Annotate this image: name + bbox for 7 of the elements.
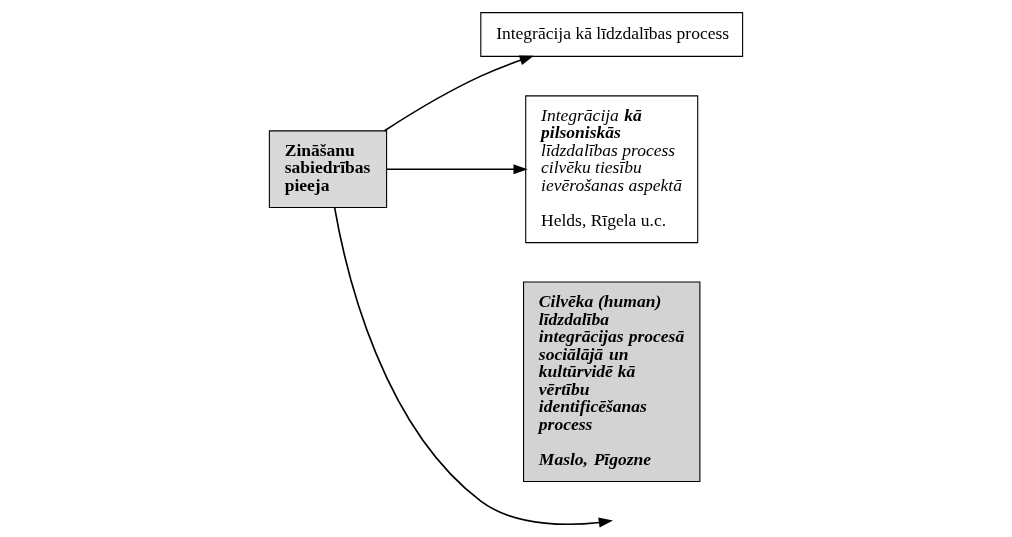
node-box: Cilvēka (human) līdzdalība integrācijas procesā sociālājā un kultūrvidē kā vērtību identificēšanas process Maslo, Pīgozne [523, 281, 701, 482]
node-box: Integrācija kā līdzdalības process [480, 12, 744, 57]
arrow [383, 55, 534, 132]
node-box: Integrācija kā pilsoniskās līdzdalības process cilvēku tiesību ievērošanas aspektā Helds, Rīgela u.c. [525, 95, 699, 244]
node-box: Zināšanu sabiedrības pieeja [268, 130, 388, 209]
arrow [385, 164, 528, 175]
arrow [333, 206, 613, 528]
